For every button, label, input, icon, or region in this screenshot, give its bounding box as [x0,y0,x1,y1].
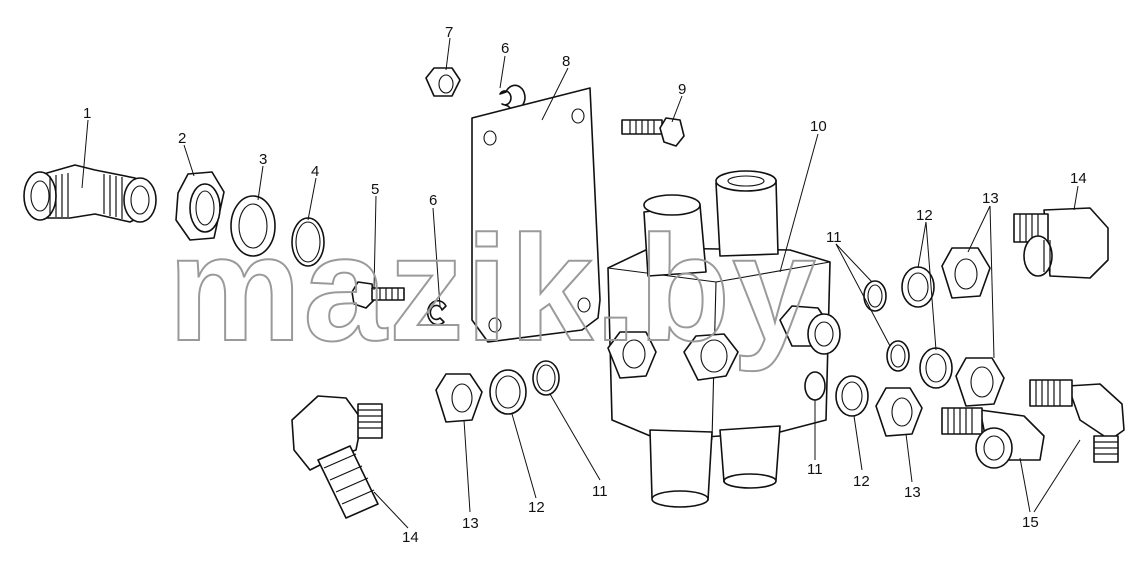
part-12-washer-right-upper [901,266,935,308]
part-2-hex-nut [175,171,225,241]
callout-3: 3 [259,151,267,168]
callout-13-bottom: 13 [904,484,921,501]
part-15-elbow-lower-right [1029,379,1125,463]
callout-11-bottom: 11 [807,461,823,478]
part-13-nut-bottom [875,387,923,437]
callout-10: 10 [810,118,827,135]
part-7-nut [425,67,461,97]
callout-14-lower: 14 [402,529,419,546]
callout-9: 9 [678,81,686,98]
part-13-nut-right-upper [941,247,991,299]
callout-15: 15 [1022,514,1039,531]
part-8-mounting-plate [471,87,601,343]
part-1-elbow-fitting [23,164,157,223]
part-5-bolt [351,281,405,309]
callout-14-upper: 14 [1070,170,1087,187]
leader-lines [81,37,1081,529]
callout-12-bottom: 12 [853,473,870,490]
part-11-o-ring-right-upper [863,280,887,312]
callout-12-upper: 12 [916,207,933,224]
callout-4: 4 [311,163,319,180]
part-14-elbow-upper-right [1013,207,1109,279]
callout-13-upper: 13 [982,190,999,207]
part-12-washer-left [489,369,527,415]
callout-1: 1 [83,105,91,122]
part-13-nut-left [435,373,483,423]
callout-2: 2 [178,130,186,147]
callout-6-lower: 6 [429,192,437,209]
callout-6-upper: 6 [501,40,509,57]
part-14-elbow-lower-left [291,395,383,519]
part-9-bolt [621,117,685,147]
part-3-washer [230,195,276,257]
part-12-washer-bottom [835,375,869,417]
part-13-nut-right-lower [955,357,1005,407]
part-12-washer-right-mid [919,347,953,389]
callout-5: 5 [371,181,379,198]
callout-7: 7 [445,24,453,41]
part-6-spring-washer-lower [426,299,447,326]
callout-13-left: 13 [462,515,479,532]
callout-11-left: 11 [592,483,608,500]
callout-8: 8 [562,53,570,70]
callout-11-upper: 11 [826,229,842,246]
watermark-text: mazik.by [168,204,818,372]
callout-12-left: 12 [528,499,545,516]
part-10-valve-body [607,170,841,508]
callout-numbers: 1 2 3 4 5 6 6 7 8 9 10 11 11 11 12 12 12… [83,24,1087,546]
part-11-o-ring-left [532,360,560,396]
part-11-o-ring-right-lower [886,340,910,372]
part-15-elbow-lower-middle [941,407,1045,469]
